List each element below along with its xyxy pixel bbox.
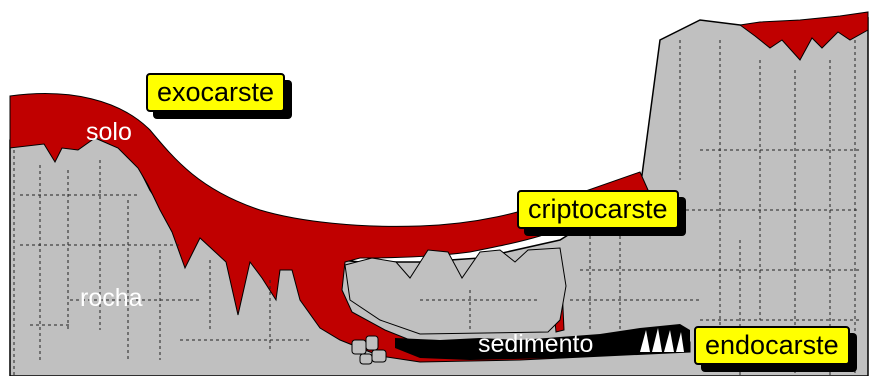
solo-label: solo bbox=[86, 118, 132, 146]
endocarste-label: endocarste bbox=[694, 326, 850, 365]
rocha-label: rocha bbox=[80, 284, 143, 312]
criptocarste-tag: criptocarste bbox=[517, 190, 679, 229]
sedimento-label: sedimento bbox=[478, 330, 593, 358]
exocarste-label: exocarste bbox=[146, 73, 285, 112]
endocarste-tag: endocarste bbox=[694, 326, 850, 365]
exocarste-tag: exocarste bbox=[146, 73, 285, 112]
criptocarste-label: criptocarste bbox=[517, 190, 679, 229]
